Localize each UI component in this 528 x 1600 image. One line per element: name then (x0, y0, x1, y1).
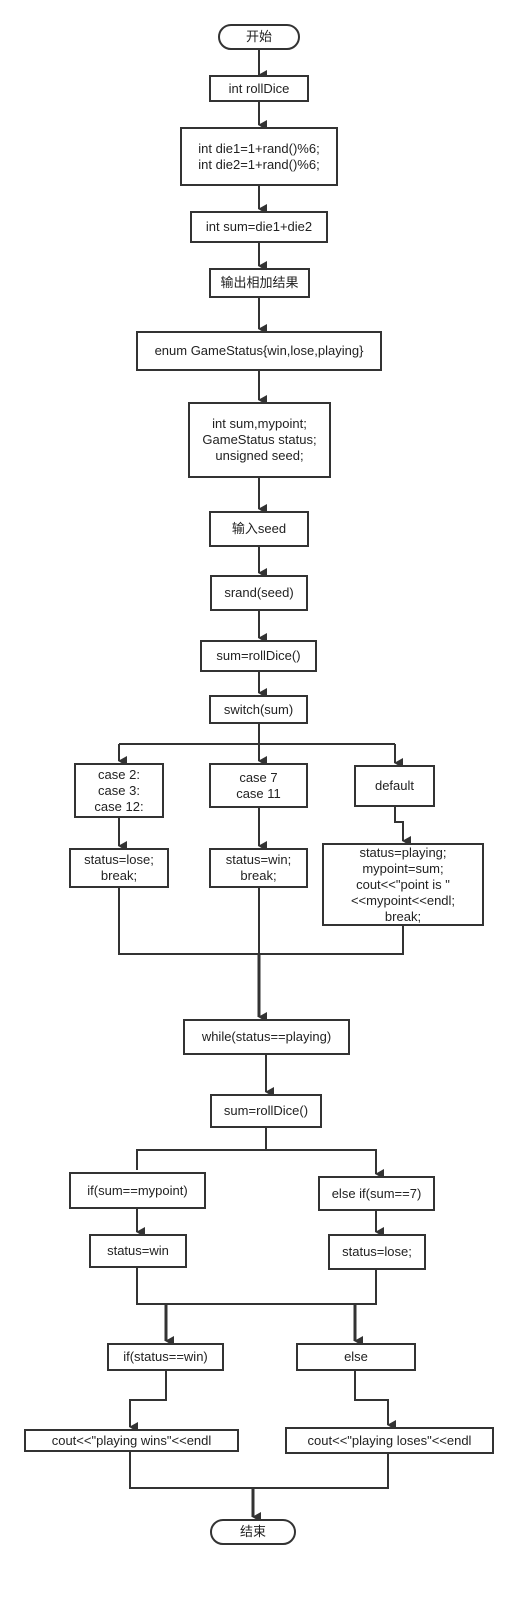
cout-loses: cout<<"playing loses"<<endl (285, 1427, 494, 1454)
status-lose-break: status=lose; break; (69, 848, 169, 888)
connector-else-to-cout-loses (354, 1371, 396, 1430)
if-status-win-node: if(status==win) (107, 1343, 224, 1371)
connector-if-status-to-cout-wins (129, 1371, 167, 1432)
if-sum-mypoint: if(sum==mypoint) (69, 1172, 206, 1209)
enum-status-declaration: enum GameStatus{win,lose,playing} (136, 331, 382, 371)
else-node: else (296, 1343, 416, 1371)
input-seed-step: 输入seed (209, 511, 309, 547)
output-sum-step: 输出相加结果 (209, 268, 310, 298)
sum-declaration: int sum=die1+die2 (190, 211, 328, 243)
status-lose-assign: status=lose; (328, 1234, 426, 1270)
variables-declaration: int sum,mypoint; GameStatus status; unsi… (188, 402, 331, 478)
roll-dice-declaration: int rollDice (209, 75, 309, 102)
sum-roll-in-loop: sum=rollDice() (210, 1094, 322, 1128)
elseif-sum-seven: else if(sum==7) (318, 1176, 435, 1211)
connector-if-branch-bar (136, 1128, 376, 1174)
connector-default-to-status (394, 807, 411, 846)
connector-if-merge (136, 1268, 377, 1305)
connector-outputs-merge (129, 1452, 389, 1489)
cout-wins: cout<<"playing wins"<<endl (24, 1429, 239, 1452)
case-lose-block: case 2: case 3: case 12: (74, 763, 164, 818)
status-win-break: status=win; break; (209, 848, 308, 888)
die-declaration: int die1=1+rand()%6; int die2=1+rand()%6… (180, 127, 338, 186)
end-terminal: 结束 (210, 1519, 296, 1545)
connector-switch-branch-bar (119, 724, 395, 745)
case-win-block: case 7 case 11 (209, 763, 308, 808)
status-playing-block: status=playing; mypoint=sum; cout<<"poin… (322, 843, 484, 926)
sum-roll-step: sum=rollDice() (200, 640, 317, 672)
connector-switch-merge (118, 888, 404, 955)
switch-step: switch(sum) (209, 695, 308, 724)
status-win-assign: status=win (89, 1234, 187, 1268)
case-default-block: default (354, 765, 435, 807)
srand-step: srand(seed) (210, 575, 308, 611)
start-terminal: 开始 (218, 24, 300, 50)
while-loop: while(status==playing) (183, 1019, 350, 1055)
